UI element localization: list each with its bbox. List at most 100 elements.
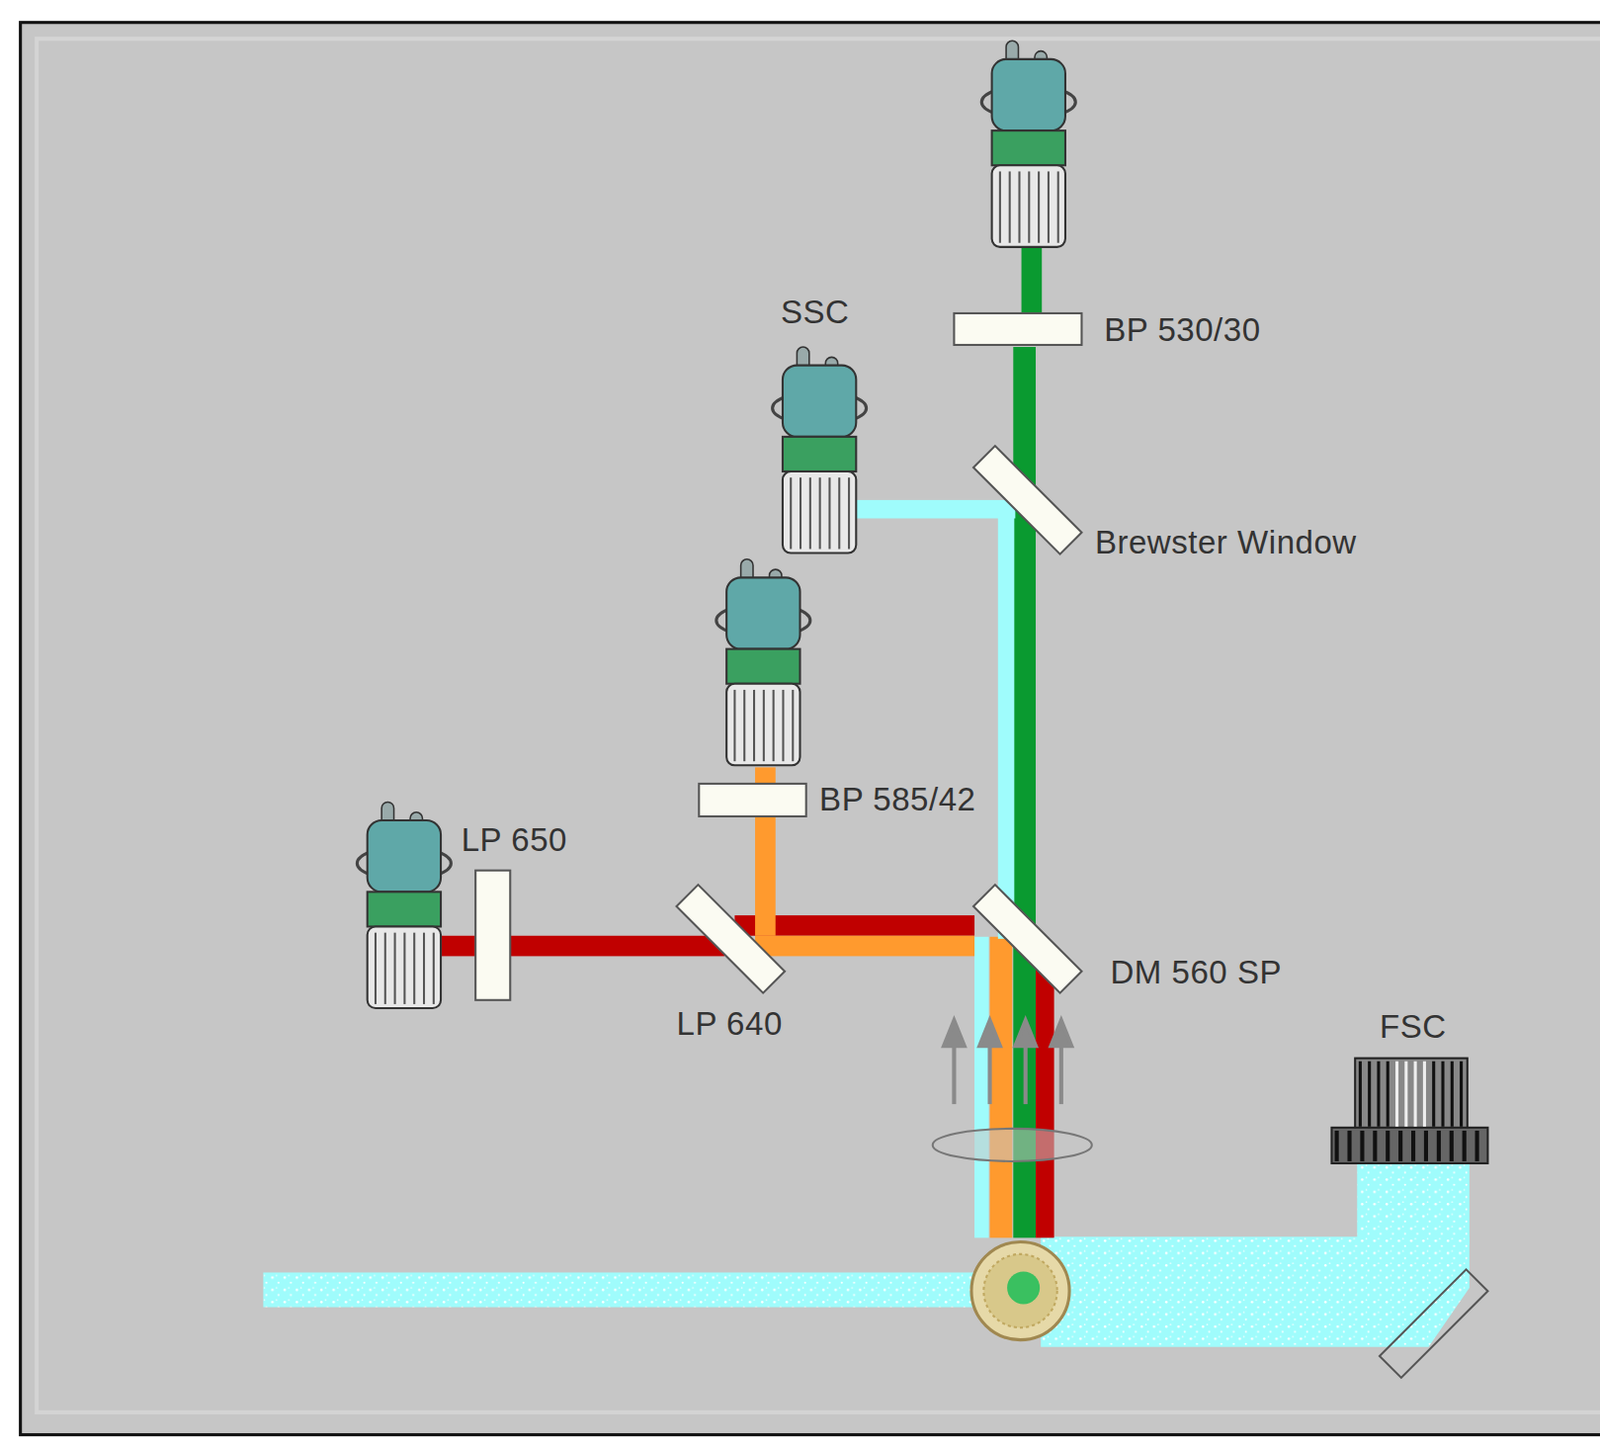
pmt-part	[782, 436, 856, 472]
pmt-part	[762, 689, 765, 761]
ssc-beam	[974, 936, 989, 1239]
pmt-part	[1359, 1130, 1364, 1162]
cell	[983, 1254, 1057, 1328]
pmt-part	[789, 477, 792, 549]
pmt-part	[781, 689, 784, 761]
pmt-part	[1017, 170, 1020, 243]
part-label: FSC	[1379, 1010, 1447, 1043]
pmt-part	[1385, 1130, 1390, 1162]
pmt-part	[367, 891, 441, 927]
green-beam	[1021, 245, 1043, 317]
pmt-part	[403, 932, 406, 1005]
pmt-part	[1367, 1061, 1371, 1127]
bandpass-filter	[698, 783, 806, 817]
part-label: LP 640	[676, 1007, 783, 1040]
pmt-part	[422, 932, 425, 1005]
dichroic-mirror	[676, 884, 786, 994]
pmt-part	[1347, 1130, 1351, 1162]
pmt-part	[1475, 1130, 1480, 1162]
pmt-part	[394, 932, 397, 1005]
pmt-part	[432, 932, 435, 1005]
pmt-part	[1431, 1061, 1435, 1127]
pmt-part	[1037, 170, 1040, 243]
ssc-beam	[998, 505, 1015, 939]
pmt-part	[1459, 1061, 1463, 1127]
ssc-beam	[851, 500, 1015, 519]
pmt-part	[726, 649, 800, 684]
pmt-part	[1404, 1061, 1408, 1127]
pmt-part	[799, 477, 802, 549]
pmt-part	[782, 365, 856, 437]
pmt-part	[753, 689, 756, 761]
pmt-part	[1057, 170, 1060, 243]
part-label: SSC	[780, 295, 849, 329]
dichroic-mirror	[973, 884, 1083, 994]
laser-beam	[262, 1271, 978, 1307]
pmt-part	[1335, 1130, 1340, 1162]
photomultiplier	[772, 346, 867, 554]
pmt-part	[1386, 1061, 1390, 1127]
pmt-part	[384, 932, 387, 1005]
pmt-part	[828, 477, 831, 549]
orange-beam	[755, 935, 975, 957]
photomultiplier	[981, 40, 1076, 248]
pmt-part	[1358, 1061, 1362, 1127]
pmt-part	[1372, 1130, 1377, 1162]
pmt-part	[733, 689, 736, 761]
fsc-detector	[1331, 1058, 1488, 1164]
pmt-part	[1449, 1130, 1454, 1162]
direction-arrows	[943, 1019, 1072, 1104]
pmt-part	[743, 689, 746, 761]
photomultiplier	[716, 559, 811, 766]
pmt-part	[1047, 170, 1050, 243]
pmt-part	[999, 170, 1002, 243]
cell	[971, 1241, 1070, 1340]
pmt-part	[1009, 170, 1011, 243]
pmt-part	[413, 932, 416, 1005]
part-label: DM 560 SP	[1109, 955, 1282, 989]
pmt-part	[1450, 1061, 1454, 1127]
pmt-part	[1398, 1130, 1403, 1162]
cell-nucleus	[1007, 1270, 1040, 1304]
pmt-part	[1440, 1061, 1444, 1127]
pmt-part	[782, 471, 856, 554]
pmt-part	[1423, 1061, 1427, 1127]
pmt-part	[819, 477, 822, 549]
part-label: BP 530/30	[1103, 313, 1261, 346]
pmt-part	[1395, 1061, 1399, 1127]
pmt-part	[1376, 1061, 1380, 1127]
pmt-part	[992, 165, 1066, 248]
pmt-part	[726, 577, 800, 649]
pmt-part	[726, 683, 800, 766]
orange-beam	[990, 936, 1013, 1239]
part-label: LP 650	[461, 823, 568, 856]
pmt-part	[992, 59, 1066, 131]
red-beam	[1035, 969, 1055, 1239]
part-label: Brewster Window	[1094, 525, 1357, 559]
pmt-part	[374, 932, 377, 1005]
mirror	[1379, 1268, 1489, 1378]
longpass-filter	[475, 870, 510, 1001]
lens	[932, 1128, 1093, 1162]
pmt-part	[772, 689, 775, 761]
pmt-part	[1436, 1130, 1441, 1162]
pmt-part	[367, 820, 441, 892]
pmt-part	[367, 926, 441, 1009]
pmt-part	[1462, 1130, 1467, 1162]
pmt-part	[809, 477, 812, 549]
bandpass-filter	[953, 313, 1082, 345]
pmt-part	[1414, 1061, 1418, 1127]
pmt-part	[992, 130, 1066, 166]
brewster-window	[973, 445, 1083, 555]
panel	[20, 22, 1600, 1435]
panel-inner-border	[36, 38, 1600, 1413]
pmt-part	[838, 477, 841, 549]
part-label: BP 585/42	[819, 782, 976, 816]
forward-beam	[1356, 1163, 1470, 1246]
pmt-part	[847, 477, 850, 549]
pmt-part	[1027, 170, 1030, 243]
pmt-part	[1424, 1130, 1429, 1162]
photomultiplier	[356, 801, 451, 1009]
